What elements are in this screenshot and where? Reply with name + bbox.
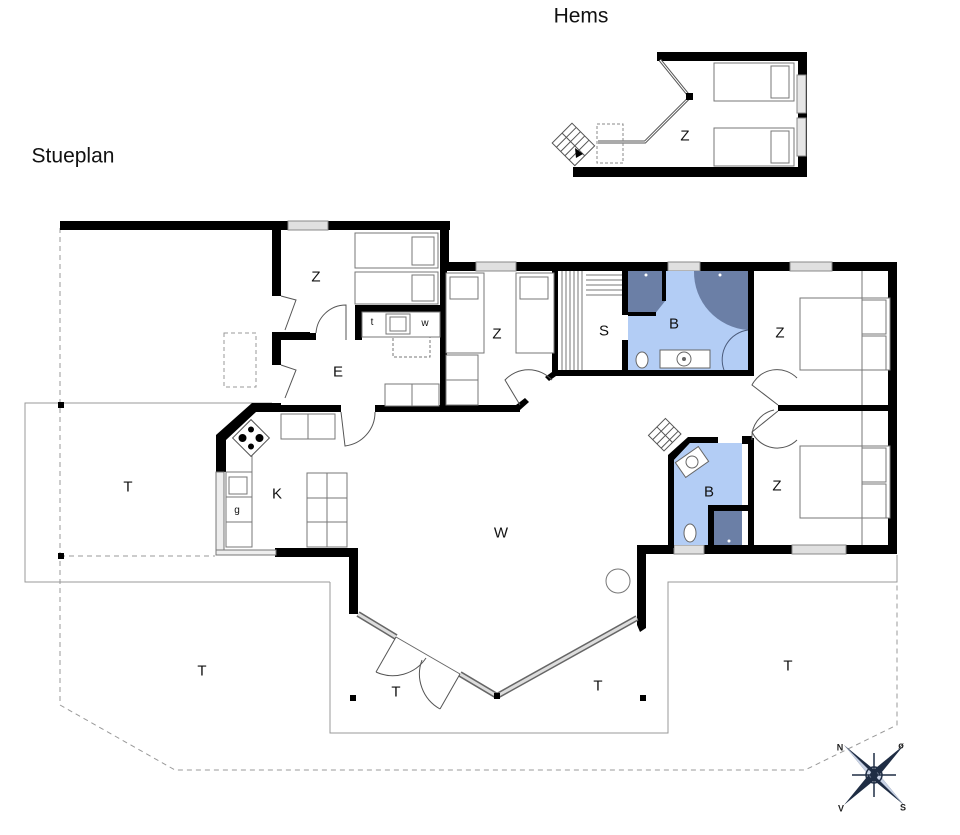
- stove: [231, 418, 271, 458]
- room-label-bedroom: Z: [772, 477, 782, 495]
- hems-bed: [713, 62, 795, 102]
- hems-bed: [713, 127, 795, 167]
- room-label-terrace: T: [593, 677, 603, 695]
- room-label-entry: E: [332, 363, 344, 381]
- room-label-terrace: T: [123, 478, 133, 496]
- room-label-terrace: T: [197, 662, 207, 680]
- hems-window: [796, 74, 807, 114]
- interior-walls: [281, 271, 893, 548]
- bathroom-top: [628, 271, 749, 371]
- room-label-hems-bedroom: Z: [680, 127, 690, 145]
- fixture-label-washer: w: [421, 318, 429, 329]
- terrace-outlines: [24, 228, 898, 771]
- hems-railing: [598, 59, 693, 144]
- hems-title: Hems: [553, 4, 609, 28]
- hems-top-wall: [657, 52, 807, 61]
- compass-north: N: [836, 742, 844, 753]
- terrace-door: [375, 636, 461, 710]
- door-swings: [315, 304, 798, 449]
- hems-stair-opening: [596, 123, 624, 164]
- room-label-bathroom: B: [668, 315, 680, 333]
- sauna-benches: [561, 271, 622, 370]
- fixture-label-g: g: [234, 505, 240, 516]
- stueplan-title: Stueplan: [31, 144, 115, 168]
- bathroom-small: [647, 417, 742, 545]
- room-label-bedroom: Z: [775, 324, 785, 342]
- room-label-terrace: T: [391, 683, 401, 701]
- compass-south: S: [899, 802, 907, 813]
- room-label-bedroom: Z: [492, 325, 502, 343]
- hems-plan: [551, 52, 807, 177]
- room-label-sauna: S: [598, 322, 610, 340]
- room-label-terrace: T: [783, 657, 793, 675]
- compass-east: ø: [898, 740, 904, 751]
- room-label-living: W: [493, 524, 509, 542]
- bay-windows: [356, 611, 639, 699]
- compass-west: V: [837, 803, 845, 814]
- fixture-label-toilet: t: [370, 317, 374, 328]
- hems-window: [796, 117, 807, 157]
- hems-stair: [551, 122, 596, 167]
- hems-bottom-wall: [573, 167, 807, 177]
- room-label-bathroom: B: [703, 483, 715, 501]
- room-label-bedroom: Z: [311, 268, 321, 286]
- room-label-kitchen: K: [271, 485, 283, 503]
- left-doors: [280, 295, 297, 399]
- furniture: [215, 232, 891, 594]
- hems-right-wall: [798, 52, 807, 177]
- compass-rose: [844, 745, 904, 805]
